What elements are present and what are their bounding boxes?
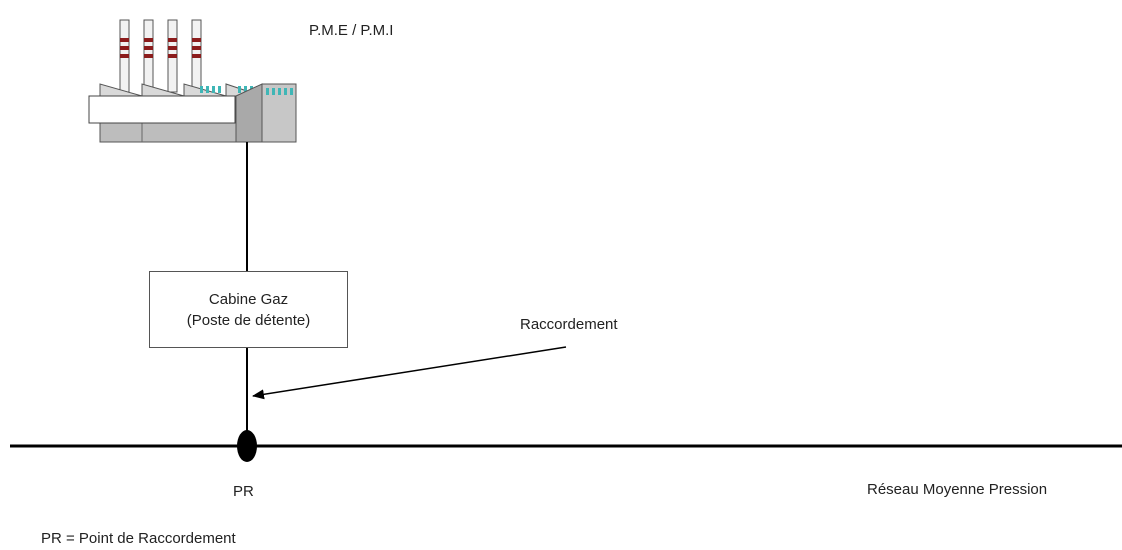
cabine-title: Cabine Gaz (208, 290, 289, 308)
chimney-icon (167, 19, 178, 93)
legend-text: PR = Point de Raccordement (41, 530, 236, 547)
raccordement-label: Raccordement (520, 316, 618, 333)
raccordement-arrow (252, 346, 567, 400)
chimney-icon (143, 19, 154, 93)
factory-icon (88, 19, 297, 143)
chimney-icon (191, 19, 202, 93)
pr-label: PR (233, 483, 254, 500)
cabine-gaz-box: Cabine Gaz (Poste de détente) (149, 271, 348, 348)
network-label: Réseau Moyenne Pression (867, 481, 1048, 498)
cabine-subtitle: (Poste de détente) (186, 311, 311, 329)
factory-label: P.M.E / P.M.I (309, 22, 394, 39)
chimney-icon (119, 19, 130, 93)
connection-point-marker (237, 430, 257, 462)
factory-sign-panel (88, 95, 236, 124)
